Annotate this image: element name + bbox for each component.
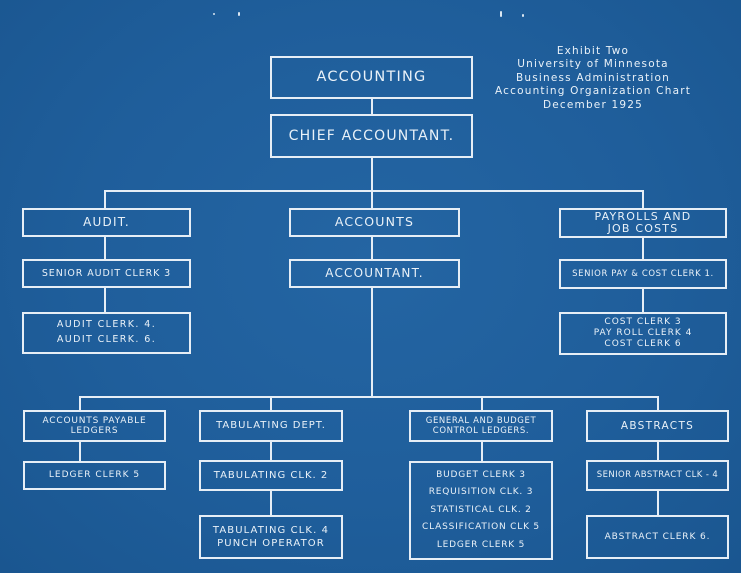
box-payroll-clerks: Cost Clerk 3 Pay Roll Clerk 4 Cost Clerk… xyxy=(559,312,727,355)
payrolls-title-line: Payrolls and xyxy=(594,210,692,224)
payable-title-line: Ledgers xyxy=(70,426,119,436)
budget-title-line: Control Ledgers. xyxy=(432,426,530,436)
box-audit-label: Audit. xyxy=(83,215,130,230)
caption-chart-title: Accounting Organization Chart xyxy=(494,85,692,98)
audit-clerk-item: Audit Clerk. 4. xyxy=(56,319,157,331)
caption-university: University of Minnesota xyxy=(517,58,669,71)
box-chief-accountant-label: Chief Accountant. xyxy=(288,127,455,144)
connector-line xyxy=(79,441,81,462)
budget-clerk-item: Statistical Clk. 2 xyxy=(430,504,532,515)
payroll-clerk-item: Cost Clerk 3 xyxy=(604,316,682,327)
caption-school: Business Administration xyxy=(515,71,671,84)
connector-line xyxy=(79,396,659,398)
box-accounting-label: Accounting xyxy=(316,68,427,85)
box-accountant: Accountant. xyxy=(289,259,460,288)
box-accounts-label: Accounts xyxy=(334,214,415,230)
connector-line xyxy=(642,288,644,314)
box-senior-audit-clerk: Senior Audit Clerk 3 xyxy=(22,259,191,288)
box-payrolls-job-costs: Payrolls and Job Costs xyxy=(559,208,727,238)
box-audit-clerks: Audit Clerk. 4. Audit Clerk. 6. xyxy=(22,312,191,354)
box-senior-abstract-clerk: Senior Abstract Clk - 4 xyxy=(586,460,729,491)
box-accounts: Accounts xyxy=(289,208,460,237)
payroll-clerk-item: Cost Clerk 6 xyxy=(604,339,682,350)
box-abstracts-label: Abstracts xyxy=(620,419,695,432)
box-accounts-payable-ledgers: Accounts Payable Ledgers xyxy=(23,410,166,442)
box-senior-audit-clerk-label: Senior Audit Clerk 3 xyxy=(41,267,172,279)
connector-line xyxy=(270,441,272,461)
box-general-budget-control: General and Budget Control Ledgers. xyxy=(409,410,553,442)
box-tabulating-clerk-2-label: Tabulating Clk. 2 xyxy=(213,469,329,481)
connector-line xyxy=(642,190,644,210)
paper-speck xyxy=(238,12,240,16)
payroll-clerk-item: Pay Roll Clerk 4 xyxy=(593,327,693,338)
box-abstract-clerk: Abstract Clerk 6. xyxy=(586,515,729,559)
box-tabulating-clerk-2: Tabulating Clk. 2 xyxy=(199,460,343,491)
connector-line xyxy=(657,490,659,516)
box-tabulating-clerk-4: Tabulating Clk. 4 Punch Operator xyxy=(199,515,343,559)
box-tabulating-dept: Tabulating Dept. xyxy=(199,410,343,442)
box-senior-pay-cost-clerk: Senior Pay & Cost Clerk 1. xyxy=(559,259,727,289)
budget-title-line: General and Budget xyxy=(425,415,537,426)
connector-line xyxy=(371,288,373,398)
box-ledger-clerk: Ledger Clerk 5 xyxy=(23,461,166,490)
chart-caption: Exhibit Two University of Minnesota Busi… xyxy=(488,45,698,112)
budget-clerk-item: Requisition Clk. 3 xyxy=(428,487,534,498)
connector-line xyxy=(104,190,644,192)
tabulating-clerk2-line: Tabulating Clk. 4 xyxy=(212,524,330,536)
audit-clerk-item: Audit Clerk. 6. xyxy=(56,334,157,345)
tabulating-clerk2-line: Punch Operator xyxy=(217,538,325,549)
connector-line xyxy=(104,190,106,210)
box-ledger-clerk-label: Ledger Clerk 5 xyxy=(48,470,141,481)
connector-line xyxy=(371,98,373,116)
caption-exhibit: Exhibit Two xyxy=(556,45,630,57)
connector-line xyxy=(371,157,373,210)
connector-line xyxy=(481,396,483,412)
box-senior-pay-cost-clerk-label: Senior Pay & Cost Clerk 1. xyxy=(572,268,714,279)
budget-clerk-item: Ledger Clerk 5 xyxy=(436,539,526,550)
budget-clerk-item: Budget Clerk 3 xyxy=(436,469,526,480)
connector-line xyxy=(79,396,81,412)
caption-date: December 1925 xyxy=(542,98,644,111)
box-budget-clerks: Budget Clerk 3 Requisition Clk. 3 Statis… xyxy=(409,461,553,560)
box-abstracts: Abstracts xyxy=(586,410,729,442)
payable-title-line: Accounts Payable xyxy=(42,415,147,426)
payrolls-title-line: Job Costs xyxy=(607,222,679,235)
connector-line xyxy=(642,237,644,261)
box-tabulating-dept-label: Tabulating Dept. xyxy=(216,420,326,432)
box-abstract-clerk-label: Abstract Clerk 6. xyxy=(604,531,711,542)
box-accountant-label: Accountant. xyxy=(325,266,424,281)
connector-line xyxy=(104,287,106,314)
box-chief-accountant: Chief Accountant. xyxy=(270,114,473,158)
box-senior-abstract-clerk-label: Senior Abstract Clk - 4 xyxy=(596,470,719,481)
paper-speck xyxy=(500,11,502,17)
connector-line xyxy=(270,396,272,412)
connector-line xyxy=(270,490,272,517)
box-audit: Audit. xyxy=(22,208,191,237)
connector-line xyxy=(481,441,483,462)
connector-line xyxy=(104,236,106,260)
connector-line xyxy=(657,441,659,461)
connector-line xyxy=(371,236,373,261)
paper-speck xyxy=(213,13,215,15)
connector-line xyxy=(657,396,659,412)
box-accounting: Accounting xyxy=(270,56,473,99)
budget-clerk-item: Classification Clk 5 xyxy=(422,522,540,533)
paper-speck xyxy=(522,14,524,17)
